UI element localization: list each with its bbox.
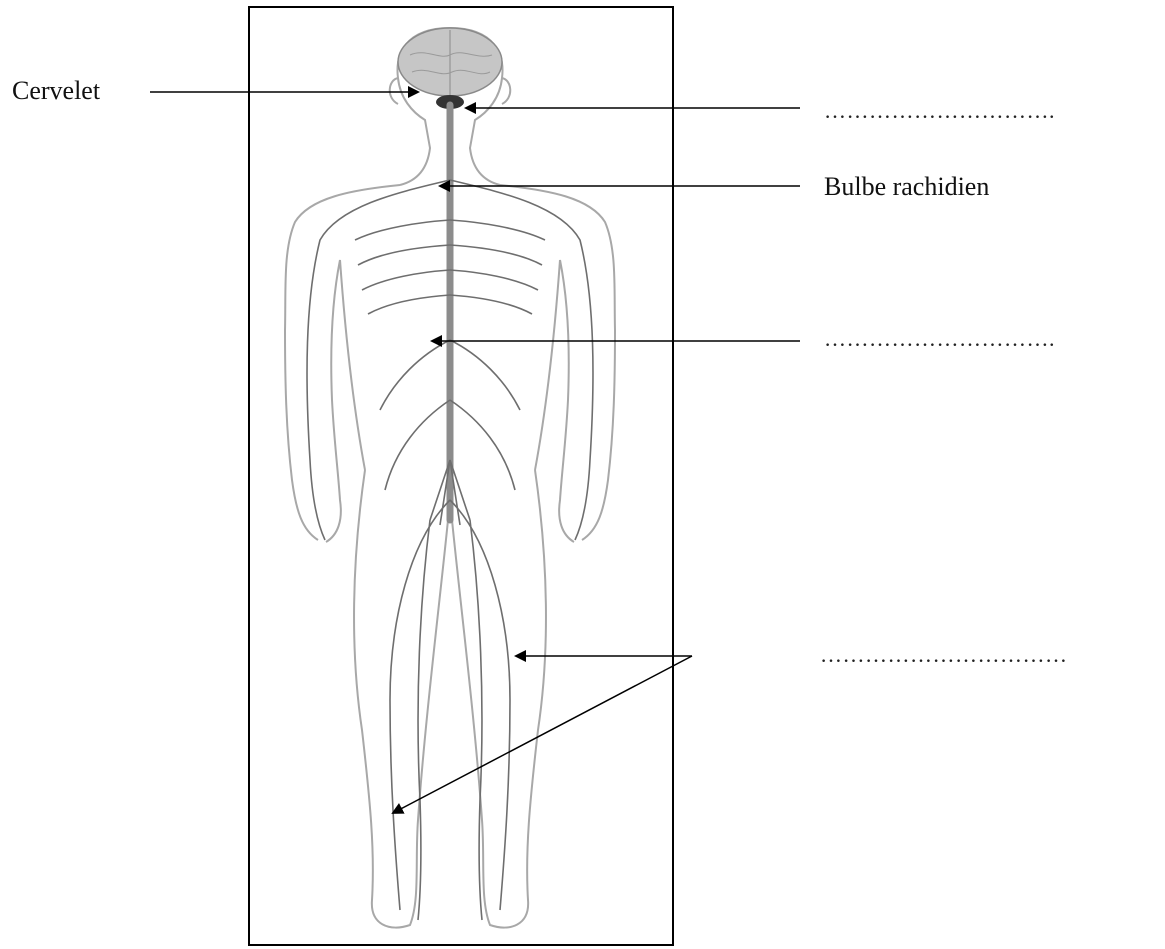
answer-blank-2[interactable]: …………………………. xyxy=(824,328,1055,350)
pointer-blank-3-b xyxy=(393,656,692,813)
answer-blank-3[interactable]: …………………………… xyxy=(820,644,1068,666)
answer-blank-1[interactable]: …………………………. xyxy=(824,100,1055,122)
brain xyxy=(398,28,502,109)
label-cervelet: Cervelet xyxy=(12,78,100,104)
pointers xyxy=(150,92,800,813)
label-bulbe-rachidien: Bulbe rachidien xyxy=(824,174,989,200)
